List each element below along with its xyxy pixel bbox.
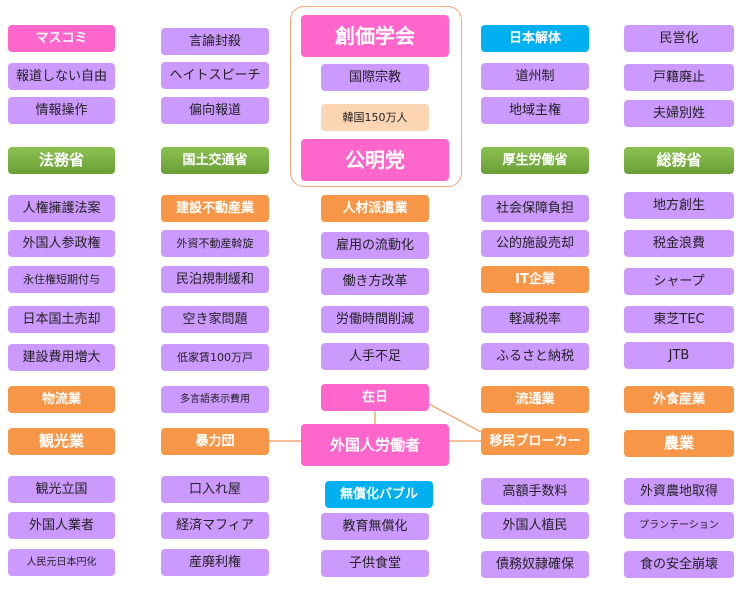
node-kankoku-150man: 韓国150万人	[321, 104, 429, 131]
node-shoku-no-anzen-houkai: 食の安全崩壊	[624, 551, 734, 578]
node-sanpai-riken: 産廃利権	[161, 549, 269, 576]
node-nougyou: 農業	[624, 430, 734, 457]
node-jouhou-sousa: 情報操作	[8, 97, 115, 124]
node-jinken-yougo-houan: 人権擁護法案	[8, 195, 115, 222]
node-gaishi-nouchi-shutoku: 外資農地取得	[624, 478, 734, 505]
node-jinminngen-nihonenka: 人民元日本円化	[8, 549, 115, 576]
node-mushouka-bubble: 無償化バブル	[325, 481, 433, 508]
node-kougaku-tesuuryou: 高額手数料	[481, 478, 589, 505]
node-furusato-nouzei: ふるさと納税	[481, 343, 589, 370]
node-gaikokujin-sanseiken: 外国人参政権	[8, 230, 115, 257]
node-teiyachin-100man: 低家賃100万戸	[161, 344, 269, 371]
node-zainichi: 在日	[321, 384, 429, 411]
node-koumeitou: 公明党	[301, 139, 449, 181]
node-doushuusei: 道州制	[481, 63, 589, 90]
node-nihon-kaitai: 日本解体	[481, 25, 589, 52]
node-keizai-mafia: 経済マフィア	[161, 512, 269, 539]
node-kuchiireya: 口入れ屋	[161, 476, 269, 503]
node-gaishoku-sangyou: 外食産業	[624, 386, 734, 413]
node-soumushou: 総務省	[624, 147, 734, 174]
node-kensetsu-hiyou-zoudai: 建設費用増大	[8, 344, 115, 371]
node-kokudo-koutsuushou: 国土交通省	[161, 147, 269, 174]
node-gaikokujin-shokumin: 外国人植民	[481, 512, 589, 539]
node-hatarakikata-kaikaku: 働き方改革	[321, 268, 429, 295]
node-keigen-zeiritsu: 軽減税率	[481, 306, 589, 333]
node-imin-broker: 移民ブローカー	[481, 428, 589, 455]
node-bouryokudan: 暴力団	[161, 428, 269, 455]
node-jinzai-hakengyou: 人材派遣業	[321, 195, 429, 222]
node-gaikokujin-gyousha: 外国人業者	[8, 512, 115, 539]
node-eijuuken-tanshuku-fuyo: 永住権短期付与	[8, 266, 115, 293]
edge-zainichi-to-imin-broker	[428, 403, 482, 433]
node-akiya-mondai: 空き家問題	[161, 306, 269, 333]
node-houdou-shinai-jiyuu: 報道しない自由	[8, 63, 115, 90]
node-chihou-sousei: 地方創生	[624, 192, 734, 219]
node-nihon-kokudo-baikyaku: 日本国土売却	[8, 306, 115, 333]
node-kensetsu-fudousangyou: 建設不動産業	[161, 195, 269, 222]
node-jtb: JTB	[624, 342, 734, 369]
node-shakai-hoshou-futan: 社会保障負担	[481, 195, 589, 222]
node-kyouiku-mushouka: 教育無償化	[321, 513, 429, 540]
node-saimu-dorei-kakuho: 債務奴隷確保	[481, 551, 589, 578]
node-houmushou: 法務省	[8, 147, 115, 174]
node-ryuutsuugyou: 流通業	[481, 386, 589, 413]
node-kouteki-shisetsu-baikyaku: 公的施設売却	[481, 230, 589, 257]
node-butsuryuugyou: 物流業	[8, 386, 115, 413]
node-roudou-jikan-sakugen: 労働時間削減	[321, 306, 429, 333]
node-koyou-no-ryuudouka: 雇用の流動化	[321, 232, 429, 259]
node-hitode-busoku: 人手不足	[321, 343, 429, 370]
node-gaishi-fudousan-assen: 外資不動産斡旋	[161, 230, 269, 257]
soka-gakkai-group-frame	[290, 6, 462, 187]
node-toshiba-tec: 東芝TEC	[624, 306, 734, 333]
node-henkou-houdou: 偏向報道	[161, 97, 269, 124]
node-kokusai-shuukyou: 国際宗教	[321, 64, 429, 91]
node-hate-speech: ヘイトスピーチ	[161, 62, 269, 89]
node-gaikokujin-roudousha: 外国人労働者	[301, 424, 449, 466]
node-kousei-roudoushou: 厚生労働省	[481, 147, 589, 174]
node-tagengo-hyouji-hiyou: 多言語表示費用	[161, 386, 269, 413]
node-soka-gakkai: 創価学会	[301, 15, 449, 57]
node-kankou-rikkoku: 観光立国	[8, 476, 115, 503]
node-genron-fuusatsu: 言論封殺	[161, 28, 269, 55]
node-kankougyou: 観光業	[8, 428, 115, 455]
node-koseki-haishi: 戸籍廃止	[624, 64, 734, 91]
node-kodomo-shokudou: 子供食堂	[321, 550, 429, 577]
node-zeikin-rouhi: 税金浪費	[624, 230, 734, 257]
node-it-kigyou: IT企業	[481, 266, 589, 293]
node-minpaku-kisei-kanwa: 民泊規制緩和	[161, 266, 269, 293]
node-chiiki-shuken: 地域主権	[481, 97, 589, 124]
node-masukomi: マスコミ	[8, 25, 115, 52]
node-fuufu-bessei: 夫婦別姓	[624, 100, 734, 127]
node-sharp: シャープ	[624, 268, 734, 295]
node-plantation: プランテーション	[624, 512, 734, 539]
node-mineika: 民営化	[624, 25, 734, 52]
